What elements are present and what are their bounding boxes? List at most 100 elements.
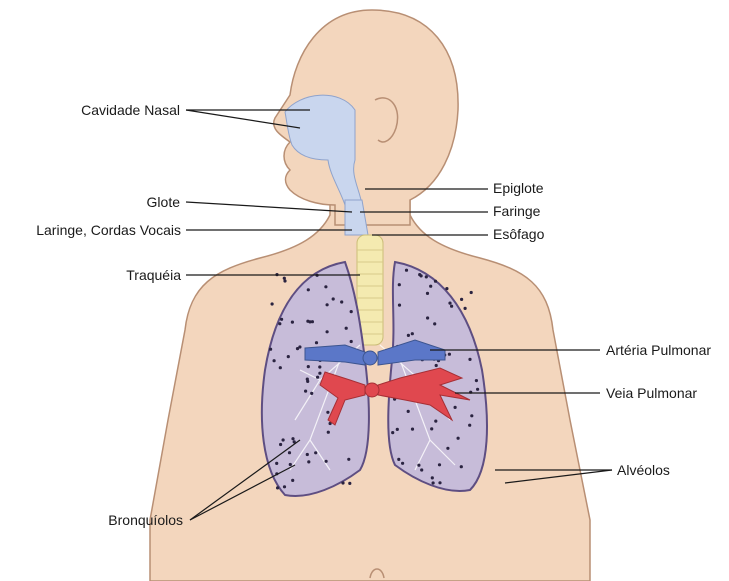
alveolus-dot	[433, 322, 436, 325]
alveolus-dot	[438, 463, 441, 466]
alveolus-dot	[407, 334, 410, 337]
alveolus-dot	[401, 462, 404, 465]
alveolus-dot	[278, 322, 281, 325]
alveolus-dot	[425, 275, 428, 278]
alveolus-dot	[326, 303, 329, 306]
alveolus-dot	[306, 453, 309, 456]
alveolus-dot	[318, 372, 321, 375]
alveolus-dot	[348, 482, 351, 485]
alveolus-dot	[288, 451, 291, 454]
alveolus-dot	[457, 437, 460, 440]
alveolus-dot	[325, 460, 328, 463]
alveolus-dot	[340, 300, 343, 303]
alveolus-dot	[460, 298, 463, 301]
label-epiglote: Epiglote	[493, 180, 544, 196]
label-cavidade-nasal: Cavidade Nasal	[40, 102, 180, 118]
alveolus-dot	[435, 364, 438, 367]
alveolus-dot	[430, 427, 433, 430]
alveolus-dot	[460, 465, 463, 468]
alveolus-dot	[282, 438, 285, 441]
alveolus-dot	[476, 388, 479, 391]
alveolus-dot	[429, 285, 432, 288]
alveolus-dot	[445, 287, 448, 290]
alveolus-dot	[391, 431, 394, 434]
label-arteria-pulmonar: Artéria Pulmonar	[606, 342, 711, 358]
alveolus-dot	[326, 411, 329, 414]
alveolus-dot	[304, 390, 307, 393]
alveolus-dot	[318, 365, 321, 368]
alveolus-dot	[314, 451, 317, 454]
alveolus-dot	[310, 392, 313, 395]
alveolus-dot	[475, 379, 478, 382]
alveolus-dot	[405, 269, 408, 272]
alveolus-dot	[347, 458, 350, 461]
label-alveolos: Alvéolos	[617, 462, 670, 478]
label-traqueia: Traquéia	[40, 267, 181, 283]
alveolus-dot	[306, 378, 309, 381]
alveolus-dot	[417, 464, 420, 467]
alveolus-dot	[287, 355, 290, 358]
alveolus-dot	[464, 307, 467, 310]
alveolus-dot	[407, 410, 410, 413]
alveolus-dot	[426, 316, 429, 319]
alveolus-dot	[438, 481, 441, 484]
alveolus-dot	[327, 431, 330, 434]
alveolus-dot	[448, 302, 451, 305]
label-esofago: Esôfago	[493, 226, 544, 242]
alveolus-dot	[468, 358, 471, 361]
alveolus-dot	[411, 332, 414, 335]
alveolus-dot	[315, 341, 318, 344]
alveolus-dot	[446, 447, 449, 450]
label-bronquiolos: Bronquíolos	[40, 512, 183, 528]
alveolus-dot	[289, 463, 292, 466]
alveolus-dot	[420, 468, 423, 471]
alveolus-dot	[308, 320, 311, 323]
alveolus-dot	[470, 291, 473, 294]
alveolus-dot	[431, 476, 434, 479]
alveolus-dot	[273, 359, 276, 362]
alveolus-dot	[276, 486, 279, 489]
alveolus-dot	[470, 414, 473, 417]
alveolus-dot	[341, 481, 344, 484]
label-faringe: Faringe	[493, 203, 540, 219]
alveolus-dot	[434, 420, 437, 423]
alveolus-dot	[307, 288, 310, 291]
label-glote: Glote	[40, 194, 180, 210]
alveolus-dot	[280, 318, 283, 321]
alveolus-dot	[279, 443, 282, 446]
alveolus-dot	[411, 428, 414, 431]
alveolus-dot	[350, 310, 353, 313]
alveolus-dot	[468, 424, 471, 427]
alveolus-dot	[316, 376, 319, 379]
label-laringe-cordas-vocais: Laringe, Cordas Vocais	[0, 222, 181, 238]
alveolus-dot	[350, 340, 353, 343]
alveolus-dot	[271, 302, 274, 305]
alveolus-dot	[396, 428, 399, 431]
alveolus-dot	[450, 305, 453, 308]
alveolus-dot	[420, 274, 423, 277]
alveolus-dot	[434, 280, 437, 283]
alveolus-dot	[398, 283, 401, 286]
alveolus-dot	[291, 479, 294, 482]
alveolus-dot	[283, 277, 286, 280]
alveolus-dot	[332, 297, 335, 300]
alveolus-dot	[283, 485, 286, 488]
alveolus-dot	[296, 347, 299, 350]
alveolus-dot	[448, 353, 451, 356]
alveolus-dot	[307, 365, 310, 368]
alveolus-dot	[283, 279, 286, 282]
alveolus-dot	[324, 285, 327, 288]
alveolus-dot	[345, 327, 348, 330]
alveolus-dot	[275, 462, 278, 465]
alveolus-dot	[432, 481, 435, 484]
label-veia-pulmonar: Veia Pulmonar	[606, 385, 697, 401]
alveolus-dot	[291, 321, 294, 324]
alveolus-dot	[454, 406, 457, 409]
alveolus-dot	[269, 348, 272, 351]
alveolus-dot	[397, 458, 400, 461]
alveolus-dot	[398, 304, 401, 307]
alveolus-dot	[426, 292, 429, 295]
alveolus-dot	[307, 460, 310, 463]
alveolus-dot	[279, 366, 282, 369]
